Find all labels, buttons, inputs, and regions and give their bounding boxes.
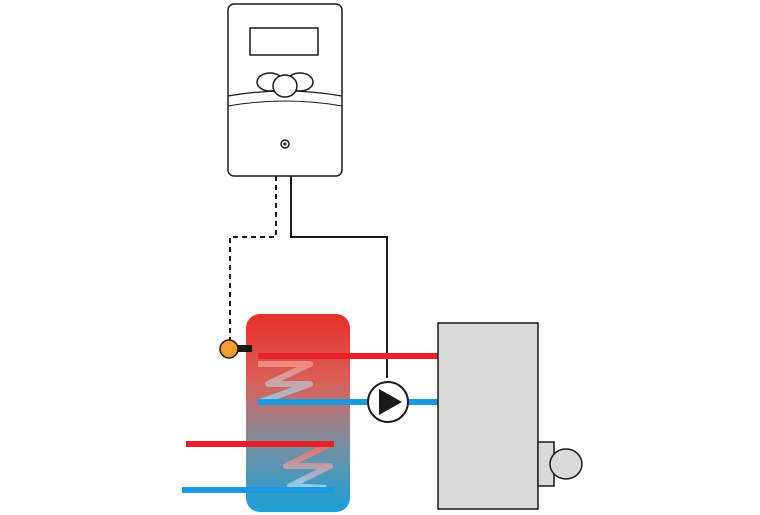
controller-display (249, 27, 319, 56)
temperature-sensor-icon (219, 339, 252, 359)
burner-icon (537, 441, 583, 487)
controller-buttons[interactable] (256, 72, 314, 98)
circulation-pump-icon (367, 381, 409, 423)
pump-cable (290, 176, 388, 378)
sensor-cable (229, 176, 277, 346)
controller-unit-icon (227, 3, 343, 177)
boiler-icon (437, 322, 539, 510)
upper-coil (258, 361, 313, 405)
storage-tank-icon (246, 314, 350, 512)
